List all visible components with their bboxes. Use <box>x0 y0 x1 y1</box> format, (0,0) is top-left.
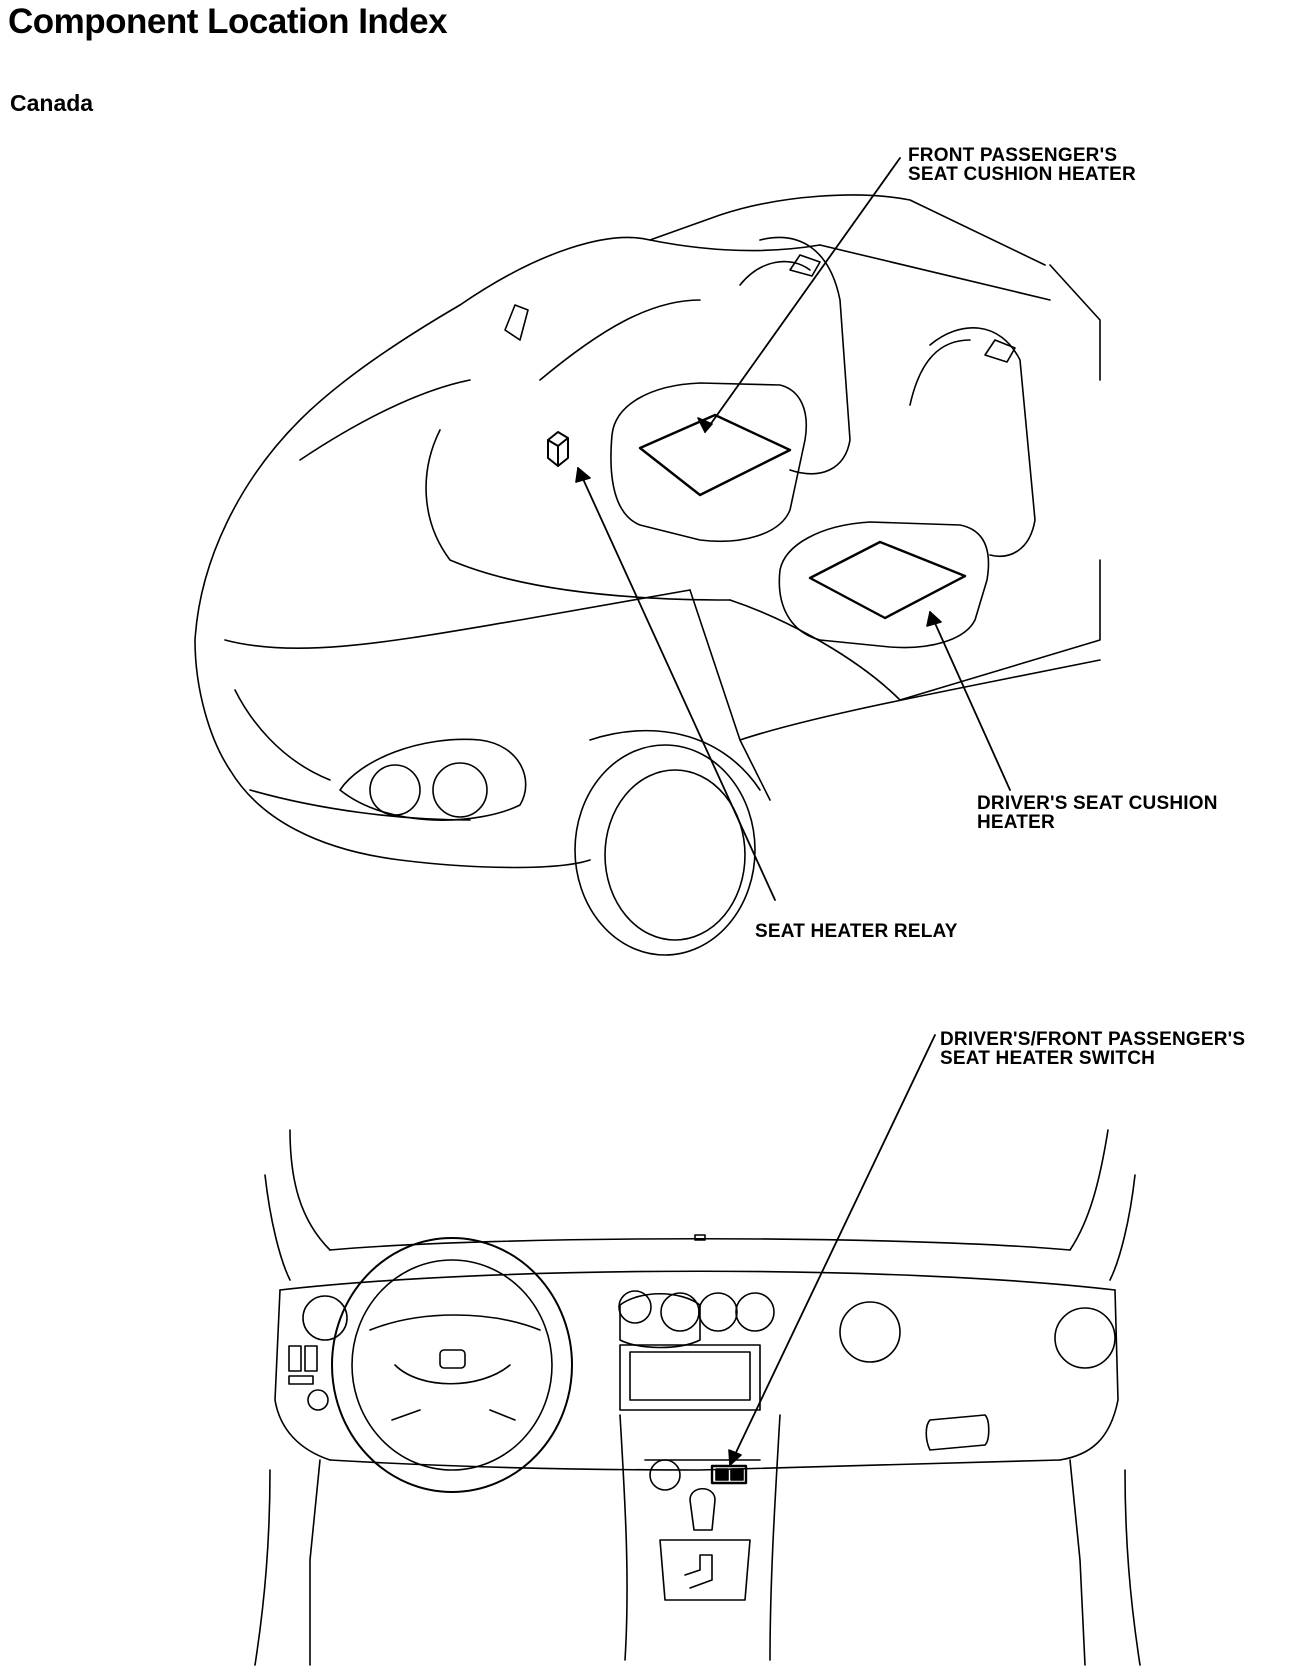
section-title: Canada <box>10 90 94 116</box>
callout-seat-heater-switch: DRIVER'S/FRONT PASSENGER'S SEAT HEATER S… <box>940 1029 1246 1069</box>
callout-front-passenger-seat-cushion-heater: FRONT PASSENGER'S SEAT CUSHION HEATER <box>908 145 1136 185</box>
callout-seat-heater-relay: SEAT HEATER RELAY <box>755 921 958 942</box>
page-title: Component Location Index <box>8 2 448 41</box>
callout-driver-seat-cushion-heater: DRIVER'S SEAT CUSHION HEATER <box>977 793 1218 833</box>
